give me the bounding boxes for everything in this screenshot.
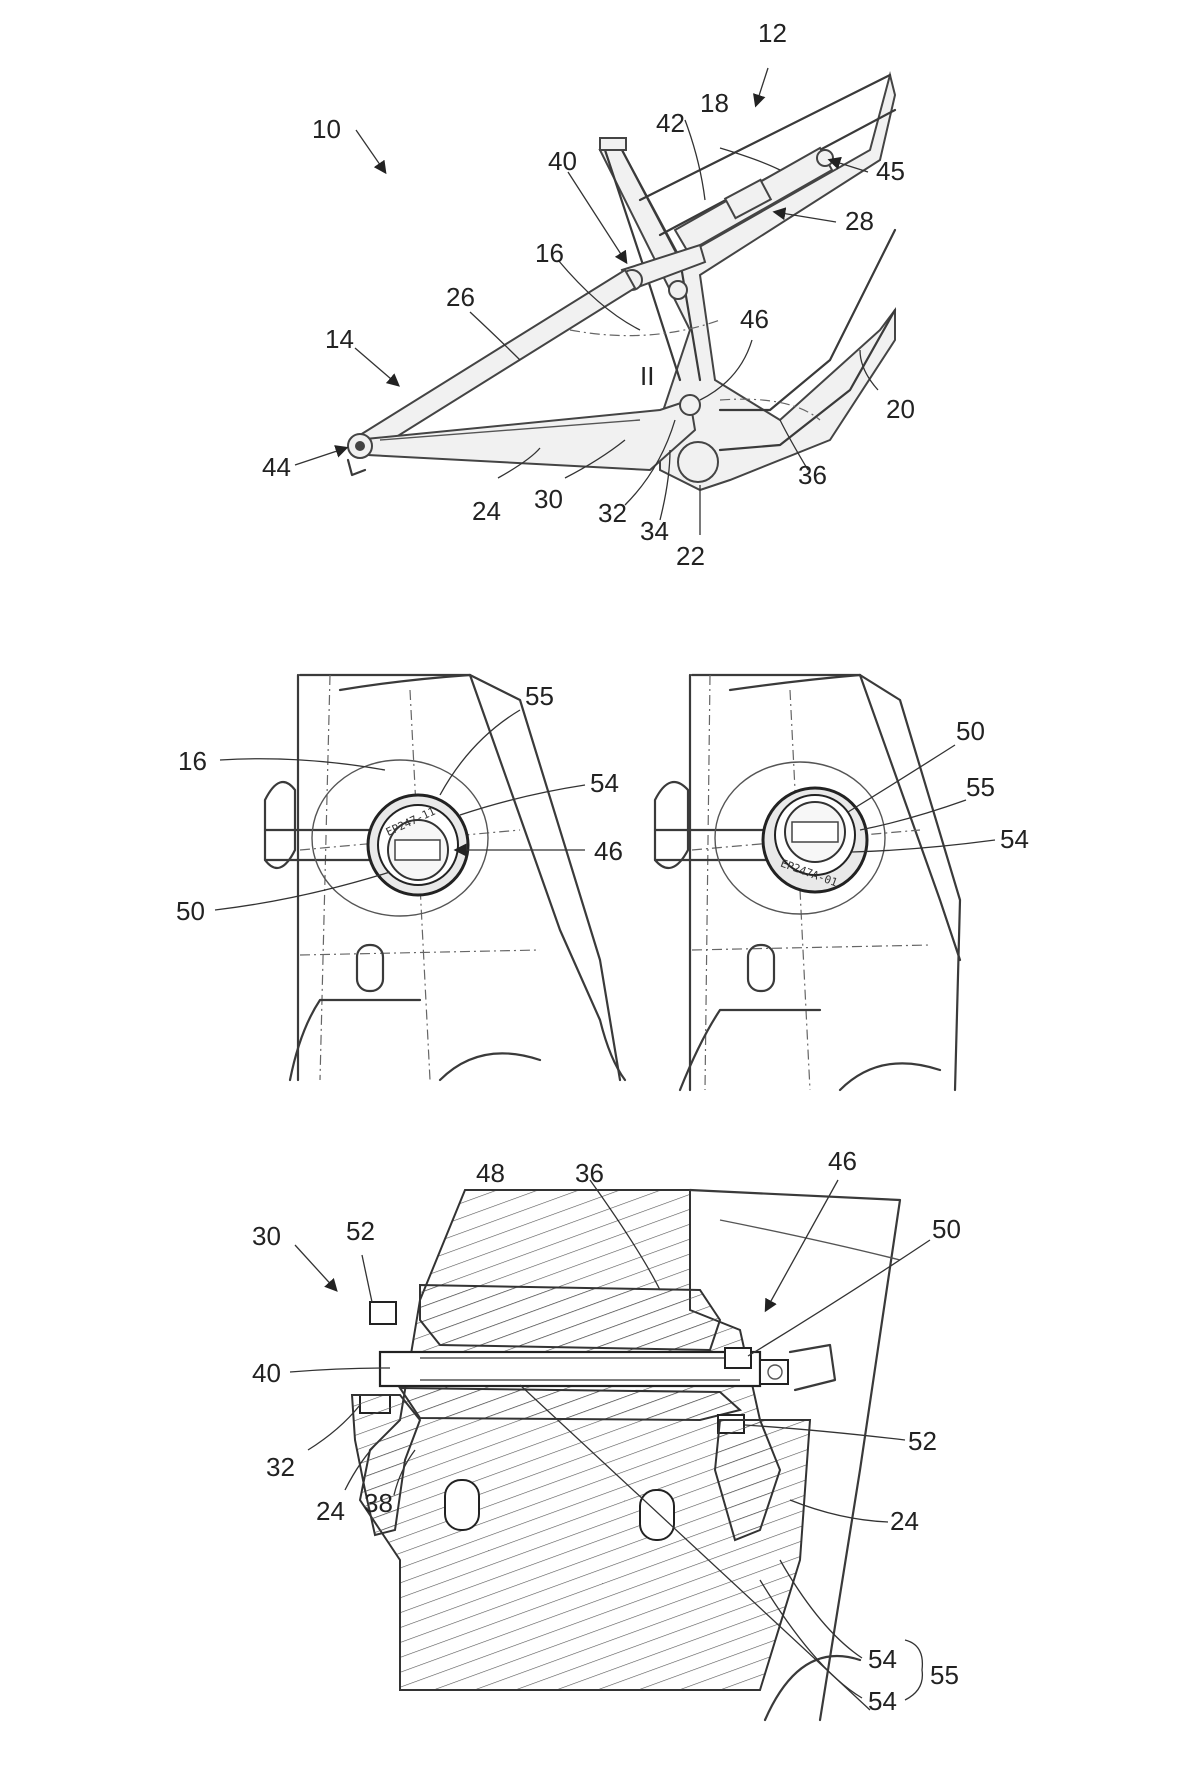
label-55-left: 55 [525, 681, 554, 711]
label-55-section: 55 [930, 1660, 959, 1690]
label-50-right: 50 [956, 716, 985, 746]
main-pivot-46 [679, 394, 701, 416]
label-26: 26 [446, 282, 475, 312]
label-16: 16 [535, 238, 564, 268]
label-24-left-section: 24 [316, 1496, 345, 1526]
rear-triangle [346, 268, 697, 477]
label-36-section: 36 [575, 1158, 604, 1188]
label-40-section: 40 [252, 1358, 281, 1388]
top-tube-line [638, 73, 892, 202]
label-54-upper: 54 [868, 1644, 897, 1674]
label-54-lower: 54 [868, 1686, 897, 1716]
figure-2-left-detail: EP247-11 55 16 54 46 50 [176, 673, 627, 1082]
label-55-right: 55 [966, 772, 995, 802]
figure-2-right-detail: EP247A-01 50 55 54 [653, 673, 1029, 1092]
label-36: 36 [798, 460, 827, 490]
axle-40 [378, 1350, 789, 1388]
label-30: 30 [534, 484, 563, 514]
down-tube-line [718, 228, 897, 412]
label-48: 48 [476, 1158, 505, 1188]
bearing-52-upper-right [724, 1347, 752, 1369]
label-46-left: 46 [594, 836, 623, 866]
label-40: 40 [548, 146, 577, 176]
bearing-52-upper-left [369, 1301, 397, 1325]
label-52-top: 52 [346, 1216, 375, 1246]
upper-housing [419, 1283, 722, 1352]
figure-3-cross-section: 48 36 46 30 52 50 40 32 52 24 38 24 54 5… [252, 1146, 961, 1722]
label-34: 34 [640, 516, 669, 546]
shock-absorber [673, 146, 834, 254]
seat-post-top [599, 137, 627, 151]
label-38: 38 [364, 1488, 393, 1518]
label-ii: II [640, 361, 654, 391]
bottom-bracket-22 [677, 441, 719, 483]
link-24-right [713, 1419, 782, 1542]
label-42: 42 [656, 108, 685, 138]
seal-assembly-right: EP247A-01 [761, 786, 869, 894]
slot-right [746, 943, 776, 993]
link-32 [350, 1394, 422, 1537]
label-50-section: 50 [932, 1214, 961, 1244]
label-28: 28 [845, 206, 874, 236]
label-12: 12 [758, 18, 787, 48]
seal-assembly-left: EP247-11 [366, 793, 470, 897]
label-30-section: 30 [252, 1221, 281, 1251]
peg-left [444, 1479, 480, 1531]
label-46-section: 46 [828, 1146, 857, 1176]
figure-1-frame-overview: 10 12 18 42 40 45 28 16 26 14 46 II 20 4… [262, 18, 915, 571]
label-32-section: 32 [266, 1452, 295, 1482]
label-22: 22 [676, 541, 705, 571]
label-24: 24 [472, 496, 501, 526]
label-20: 20 [886, 394, 915, 424]
lower-housing [398, 1386, 743, 1422]
label-24-right-section: 24 [890, 1506, 919, 1536]
label-45: 45 [876, 156, 905, 186]
label-44: 44 [262, 452, 291, 482]
label-54-right: 54 [1000, 824, 1029, 854]
slot-left [355, 943, 385, 993]
label-32: 32 [598, 498, 627, 528]
main-frame [598, 71, 897, 492]
peg-right [639, 1489, 675, 1541]
label-18: 18 [700, 88, 729, 118]
label-46: 46 [740, 304, 769, 334]
label-54-left: 54 [590, 768, 619, 798]
label-50-left: 50 [176, 896, 205, 926]
label-52-right: 52 [908, 1426, 937, 1456]
label-10: 10 [312, 114, 341, 144]
label-14: 14 [325, 324, 354, 354]
label-16-left: 16 [178, 746, 207, 776]
